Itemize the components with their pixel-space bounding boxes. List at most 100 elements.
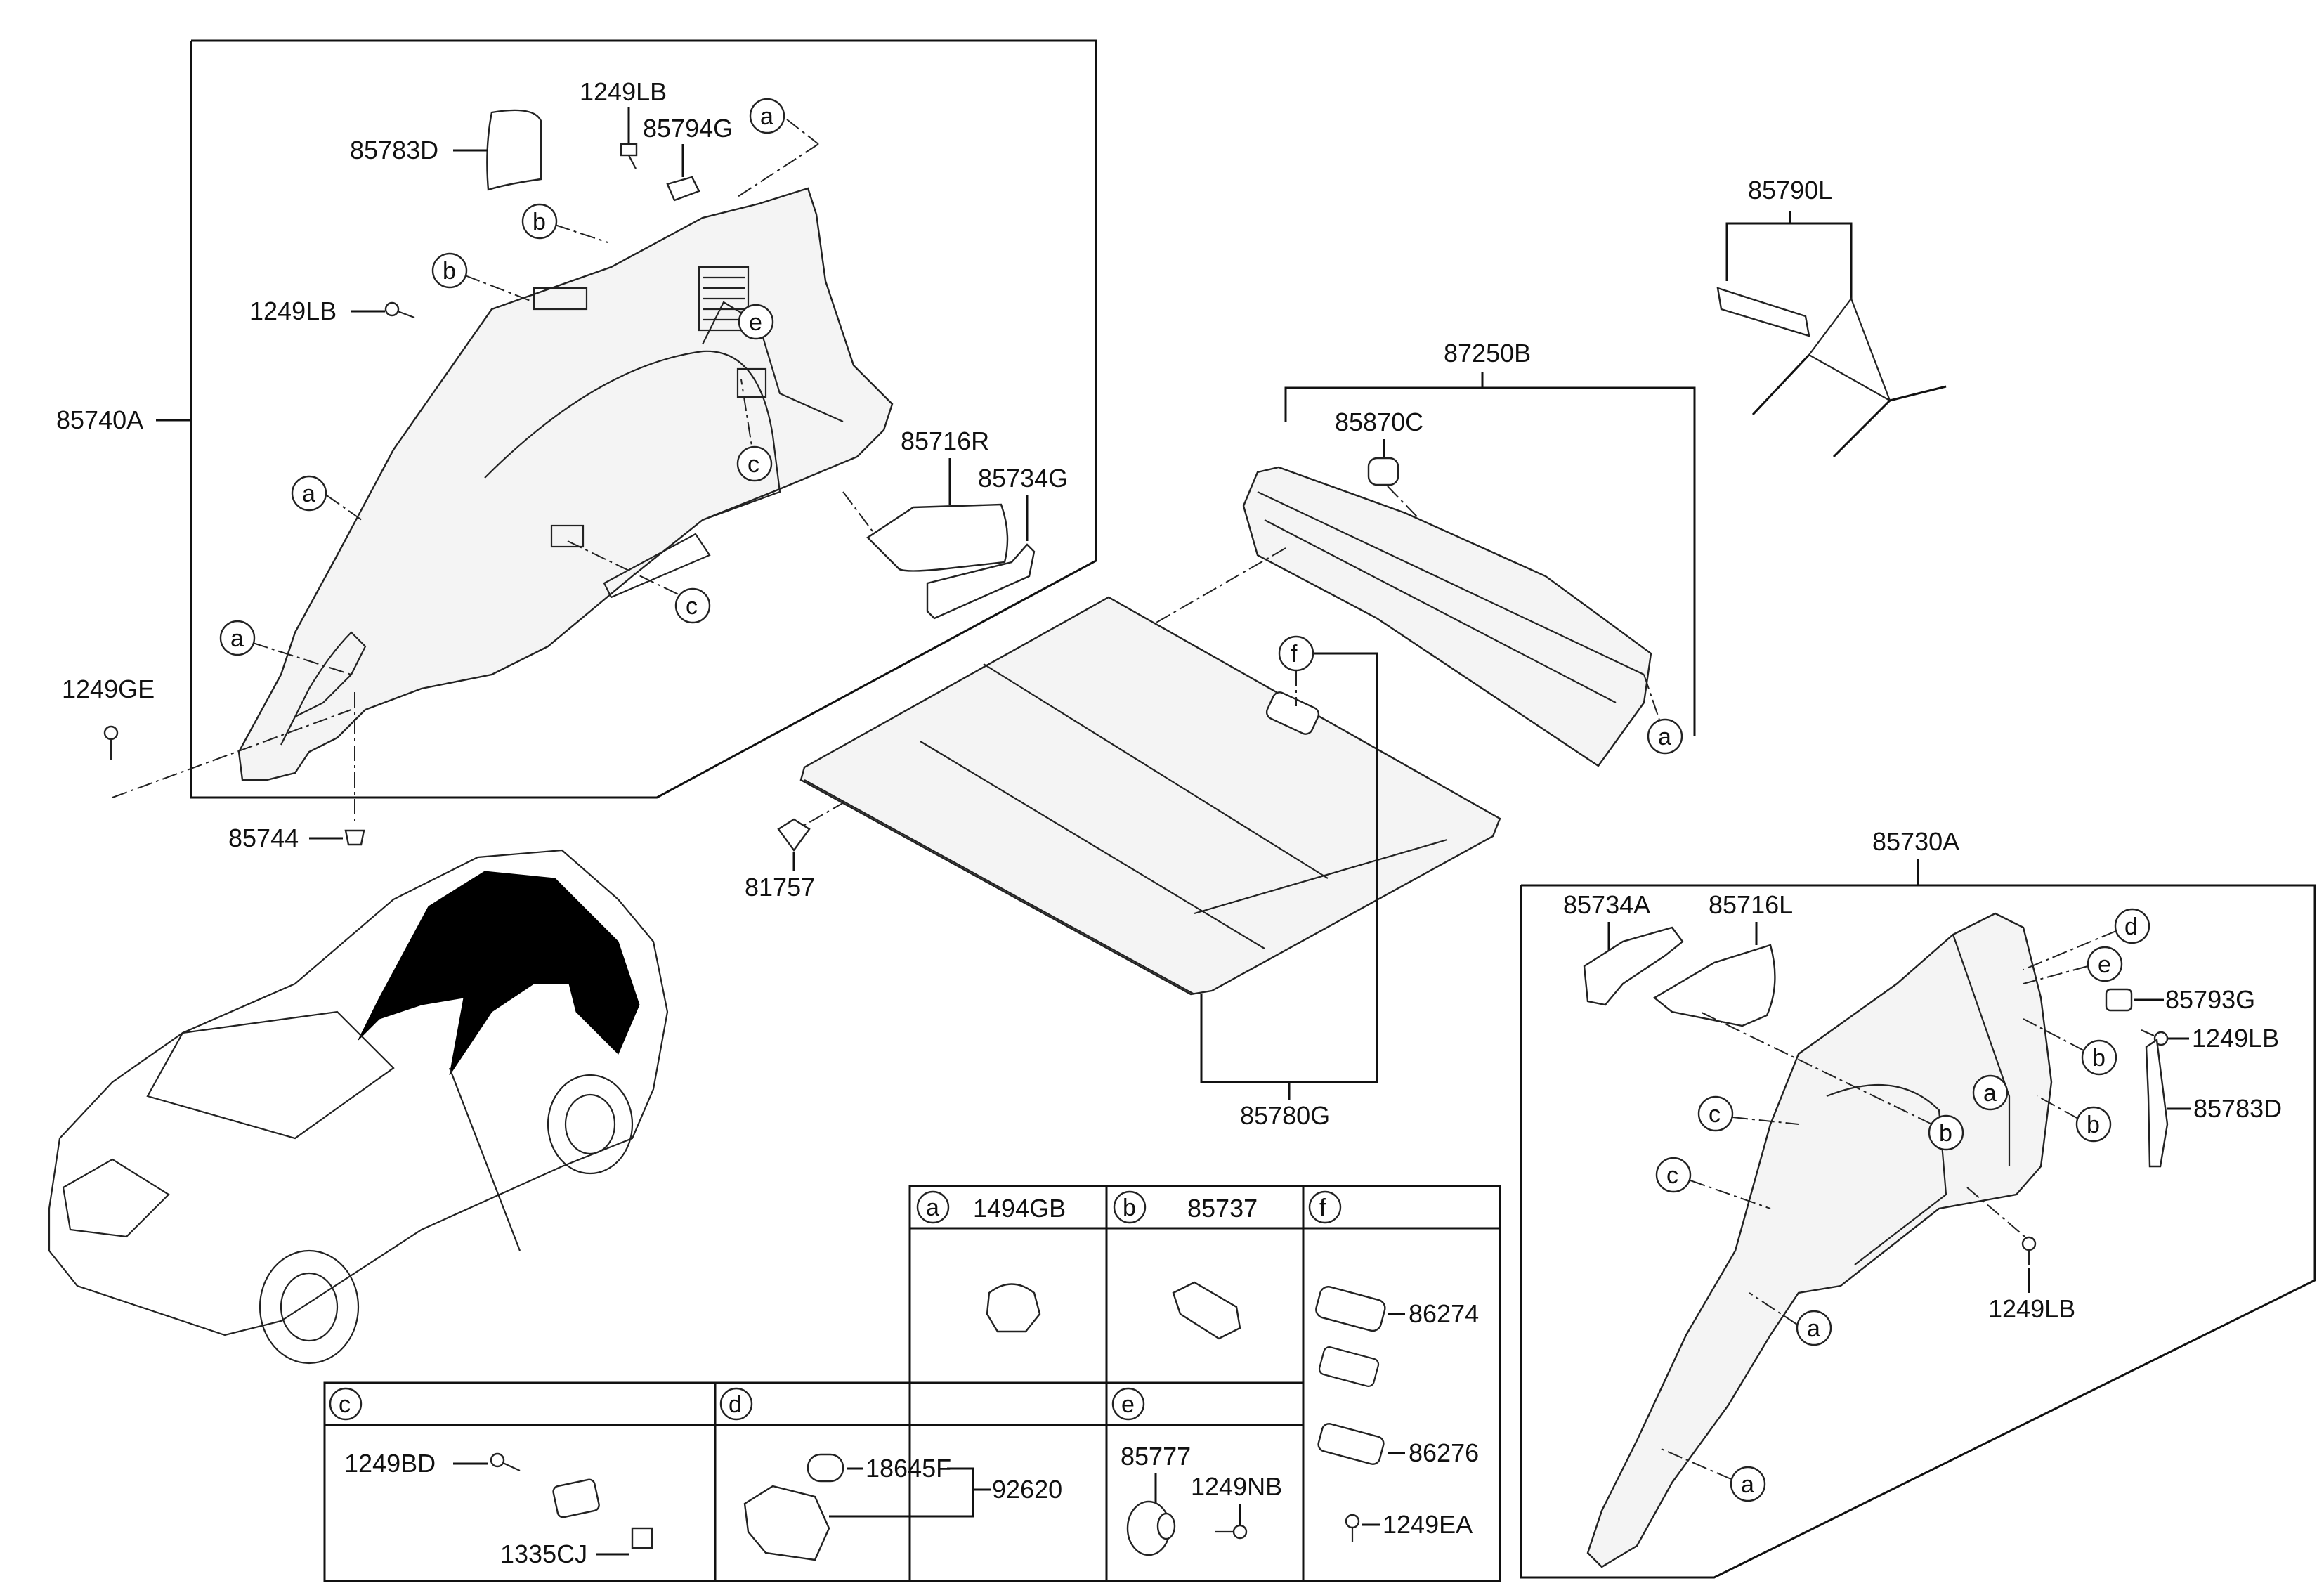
table-callout-f-text: f [1319,1195,1326,1221]
screw-1249LB-left [384,301,400,317]
cap-85777-inner [1156,1512,1176,1540]
callout-b-1-text: b [533,209,546,235]
callout-a-mid-text: a [302,481,315,507]
label-85716L: 85716L [1709,890,1793,919]
callout-e-right-text: e [2098,951,2111,978]
screw-1249LB-right-shank [2141,1029,2155,1037]
screw-1249LB-bottom [2021,1236,2037,1251]
bracket-87250B [1284,386,1696,736]
fastener-table: a 1494GB b 85737 f 86274 86276 1249EA c … [323,1185,1501,1582]
dash-a-top2 [737,143,819,197]
screw-shank-left [397,310,415,319]
label-92620: 92620 [992,1475,1062,1504]
handle-86276 [1317,1423,1385,1465]
screw-1249LB-top [620,143,638,157]
callout-a-right2 [1796,1310,1832,1346]
left-trim-group: 85740A 85783D 1249LB 85794G 1249LB [56,39,1097,852]
bolt-1249BD-shank [502,1462,521,1471]
cover-fold1 [920,741,1265,949]
pad-85783D-left [486,109,542,191]
highlighted-trim-area [358,871,640,1076]
dash-1249LB-bottom [1966,1187,2030,1241]
right-panel-edge [1952,934,2011,1166]
callout-c-2 [674,587,711,624]
callout-f-cover-text: f [1291,641,1298,668]
label-1249EA: 1249EA [1383,1510,1473,1539]
callout-a-sill-text: a [1658,724,1671,750]
quarter-trim-panel-left [237,187,894,781]
vehicle-body [48,849,669,1336]
triangle-frame [1808,297,1892,403]
dash-e [2023,965,2089,984]
callout-a-right3-text: a [1741,1471,1754,1498]
lamp-92620 [743,1485,830,1561]
callout-c-right2-text: c [1666,1162,1678,1189]
label-85870C: 85870C [1335,408,1423,436]
speaker-grille [698,266,750,332]
door-line [448,1067,521,1251]
front-wheel [259,1249,360,1365]
cap-85870C [1367,457,1399,486]
table-callout-b-text: b [1123,1195,1136,1221]
callout-a-top [749,98,785,134]
table-callout-e [1111,1387,1145,1421]
callout-d-right-text: d [2124,913,2138,940]
callout-c-2-text: c [686,593,698,620]
clip-1494GB [986,1283,1041,1333]
clip-85744 [344,829,365,846]
right-group-frame [1520,884,2316,1579]
callout-b-right1 [2081,1039,2117,1076]
label-85793G: 85793G [2165,985,2255,1014]
label-18645F: 18645F [866,1454,951,1483]
table-callout-c-text: c [339,1391,351,1418]
callout-a-mid [291,475,327,512]
label-1249BD: 1249BD [344,1449,436,1478]
label-87250B: 87250B [1444,339,1531,367]
callout-a-sill [1647,718,1683,755]
bracket-85734A [1583,926,1684,1006]
screw-1249NB [1232,1524,1248,1540]
cover-handle [1265,691,1320,735]
label-85734A: 85734A [1563,890,1650,919]
dash-a-r3 [1657,1447,1732,1480]
table-a-header: 1494GB [973,1194,1066,1223]
dash-a-mid [326,495,363,521]
dash-b-1 [554,224,608,243]
cover-fold3 [1194,838,1448,915]
right-panel-contour [1826,1083,1947,1265]
sill-group: 87250B 85870C a [793,339,1696,832]
quarter-trim-panel-right [1586,912,2053,1568]
label-1249LB-bottom: 1249LB [1988,1294,2075,1323]
callout-d-right [2114,908,2150,944]
clip-81757 [777,818,811,852]
callout-b-2-text: b [443,258,456,285]
rear-wheel-hub [564,1093,616,1155]
table-callout-a-text: a [926,1195,939,1221]
label-85730A: 85730A [1872,827,1959,856]
sill-ridge2 [1264,519,1617,703]
label-85780G: 85780G [1240,1101,1330,1130]
screw-1249EA [1345,1514,1360,1529]
label-86274: 86274 [1409,1299,1479,1328]
label-85744: 85744 [228,824,299,852]
triangle-case [1716,287,1810,337]
callout-a-right2-text: a [1807,1315,1820,1342]
dash-b-r3 [1699,1011,1933,1125]
vehicle-illustration [48,849,669,1365]
screw-1249GE [103,725,119,741]
label-85716R: 85716R [901,427,989,455]
label-1249NB: 1249NB [1191,1472,1282,1501]
bulb-18645F [807,1453,844,1483]
luggage-cover-85780G [799,596,1501,996]
table-callout-b [1113,1190,1147,1224]
screw-shank [628,155,637,169]
dash-1249GE [112,709,352,798]
label-1249GE: 1249GE [62,675,155,703]
callout-a-right1 [1972,1074,2009,1111]
callout-a-right1-text: a [1983,1080,1997,1107]
callout-b-right1-text: b [2092,1045,2106,1072]
clip-85794G [666,176,700,202]
nut-1335CJ [552,1478,600,1518]
clip-85737 [1172,1281,1241,1340]
